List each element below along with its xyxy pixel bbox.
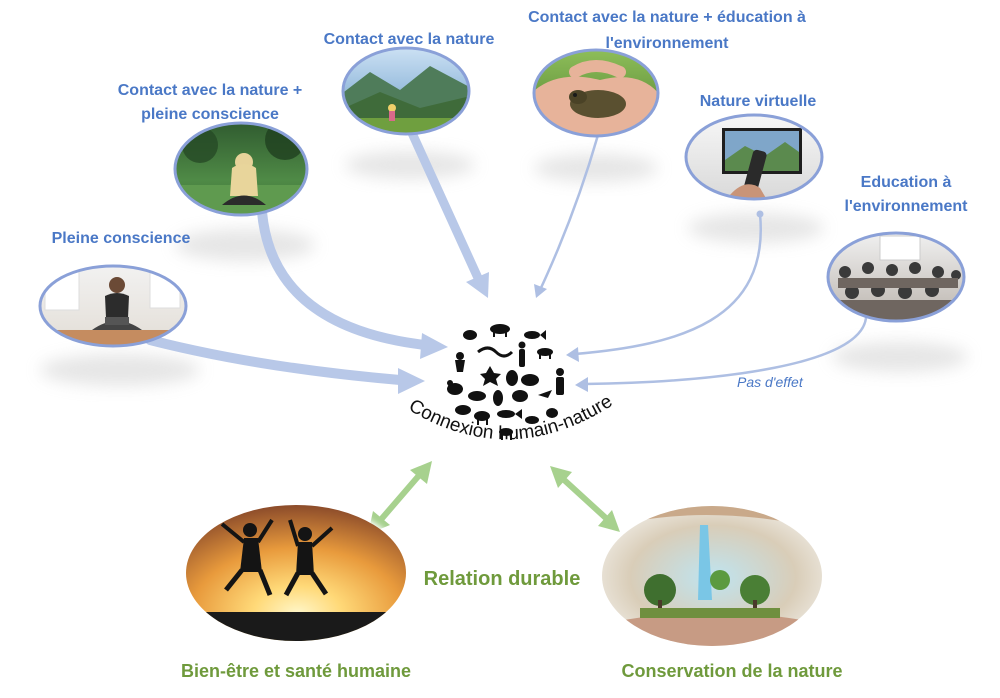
no-effect-note: Pas d'effet	[737, 374, 804, 390]
arrowhead-nature-virtuelle	[566, 347, 579, 362]
arrowhead-education	[575, 377, 588, 392]
green-arrows	[368, 461, 620, 534]
label-contact-pleine-conscience-line2: pleine conscience	[141, 106, 279, 123]
arrowhead-pleine-conscience	[398, 368, 425, 394]
label-pleine-conscience: Pleine conscience	[52, 230, 191, 247]
animal-silhouettes-icon	[447, 324, 564, 440]
arrowhead-conservation-bottom	[598, 510, 620, 532]
photo-conservation	[600, 504, 824, 648]
arrowhead-contact-education	[534, 284, 547, 298]
arrow-nature-virtuelle	[573, 212, 763, 356]
arrow-contact-pleine-conscience	[257, 207, 430, 350]
relation-label: Relation durable	[424, 568, 581, 590]
arrowhead-contact-pleine-conscience	[420, 333, 448, 359]
arrow-contact-education	[538, 133, 600, 292]
photo-education	[826, 231, 966, 323]
thin-arrows	[534, 133, 868, 392]
label-contact-education-line1: Contact avec la nature + éducation à	[528, 9, 806, 26]
arrow-start-dot-nature-virtuelle	[756, 210, 764, 218]
thick-arrows	[145, 128, 489, 394]
arrowhead-wellbeing-top	[410, 461, 432, 484]
label-contact-education-line2: l'environnement	[606, 35, 730, 52]
arrow-wellbeing-connexion	[375, 469, 425, 526]
label-contact-pleine-conscience-line1: Contact avec la nature +	[118, 82, 303, 99]
photo-shadows	[40, 151, 968, 386]
photo-pleine-conscience	[38, 264, 188, 348]
label-contact-nature: Contact avec la nature	[324, 31, 495, 48]
label-nature-virtuelle: Nature virtuelle	[700, 93, 817, 110]
label-conservation: Conservation de la nature	[621, 661, 842, 681]
photo-nature-virtuelle	[684, 113, 824, 201]
arrowhead-contact-nature	[466, 272, 489, 298]
arrow-education	[583, 316, 868, 386]
label-education-line1: Education à	[861, 174, 952, 191]
photo-contact-nature	[341, 46, 471, 136]
arrow-conservation-connexion	[559, 475, 611, 523]
arrow-pleine-conscience	[145, 335, 405, 385]
photo-contact-education	[532, 48, 660, 138]
label-wellbeing: Bien-être et santé humaine	[181, 661, 411, 681]
arrowhead-conservation-top	[550, 466, 572, 488]
photo-contact-pleine-conscience	[173, 121, 309, 217]
label-education-line2: l'environnement	[845, 198, 969, 215]
arrow-contact-nature	[407, 128, 483, 283]
center-label: Connexion humain-nature	[405, 391, 616, 444]
